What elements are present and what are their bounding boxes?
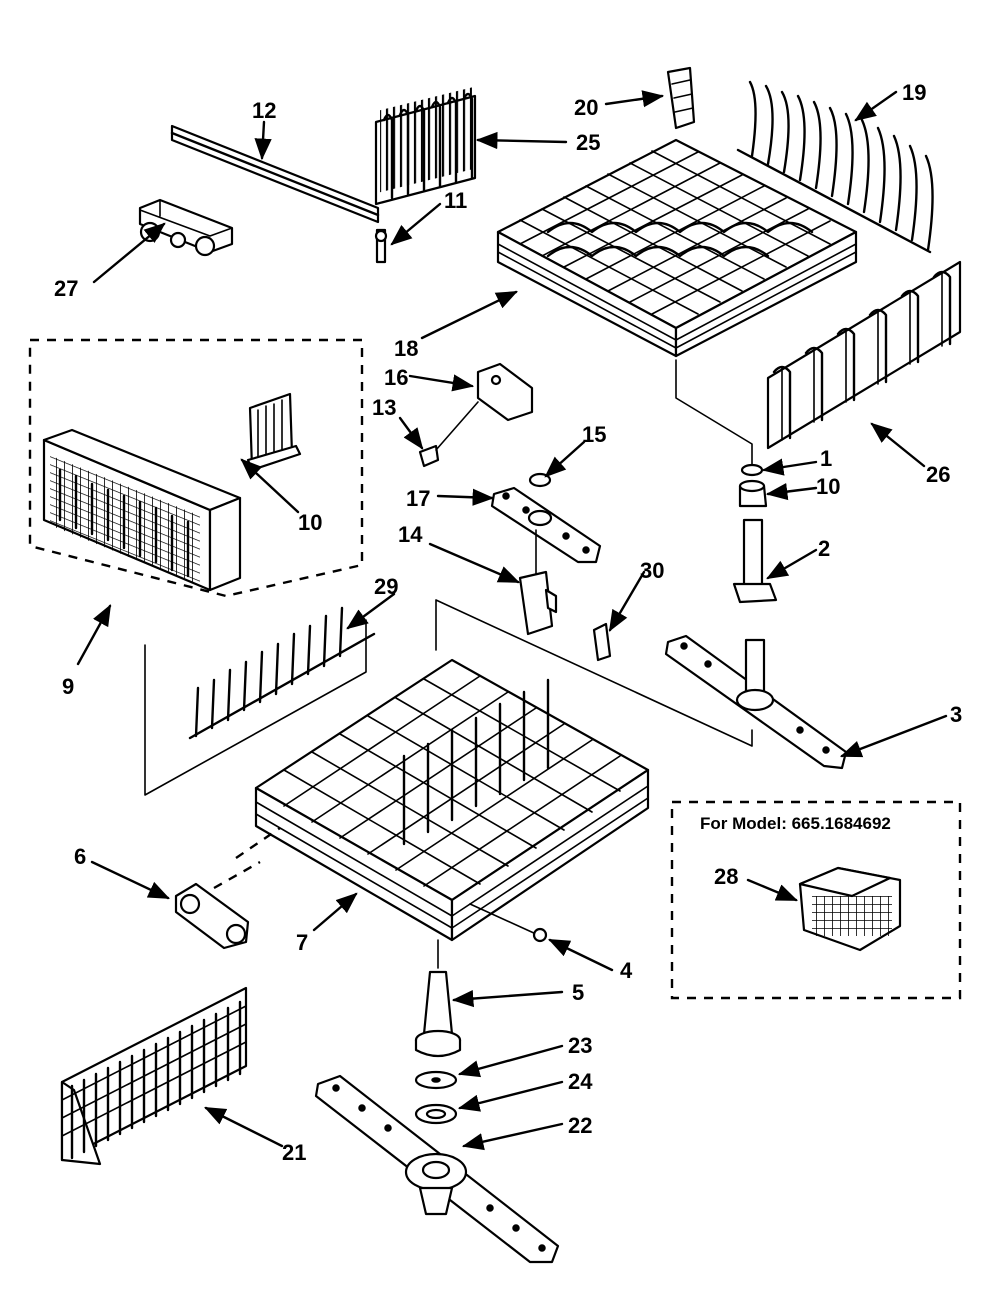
part-21-silverware-basket	[60, 986, 248, 1166]
model-note-box: For Model: 665.1684692	[670, 800, 962, 1000]
part-30-clip	[592, 622, 612, 662]
callout-26: 26	[926, 462, 950, 487]
part-6-roller-bracket	[174, 882, 250, 950]
part-27-roller-bracket	[138, 198, 234, 257]
part-17-upper-spray-arm	[490, 486, 602, 564]
callout-15: 15	[582, 422, 606, 447]
part-2-tube	[732, 518, 778, 604]
callout-17: 17	[406, 486, 430, 511]
callout-13: 13	[372, 395, 396, 420]
callout-1: 1	[820, 446, 832, 471]
part-18-upper-rack	[496, 138, 858, 358]
callout-20: 20	[574, 95, 598, 120]
callout-12: 12	[252, 98, 276, 123]
model-note-text: For Model: 665.1684692	[700, 814, 891, 833]
callout-27: 27	[54, 276, 78, 301]
part-14-manifold	[518, 529, 558, 636]
callout-4: 4	[620, 958, 633, 983]
part-4-nut	[469, 903, 548, 943]
part-12-rack-rail	[170, 124, 380, 224]
callout-arrows	[76, 90, 948, 1151]
callout-11: 11	[444, 188, 467, 213]
part-28-basket	[798, 866, 902, 952]
callout-2: 2	[818, 536, 830, 561]
part-5-wash-tube	[414, 939, 462, 1058]
part-10-divider	[246, 392, 302, 472]
part-23-washer	[414, 1070, 458, 1090]
part-9-basket-box	[28, 338, 364, 598]
part-24-seal	[414, 1103, 458, 1125]
part-29-tine-row	[188, 606, 376, 740]
callout-6: 6	[74, 844, 86, 869]
part-20-clip	[666, 66, 696, 130]
callout-23: 23	[568, 1033, 592, 1058]
callout-10-divider: 10	[298, 510, 322, 535]
callout-29: 29	[374, 574, 398, 599]
callout-25: 25	[576, 130, 600, 155]
part-1-washer	[740, 463, 764, 477]
callout-labels: 12 25 20 19 11 27 18 16 13 15 17 14 1 10…	[54, 80, 962, 1165]
callout-3: 3	[950, 702, 962, 727]
part-3-middle-spray-arm	[664, 634, 848, 770]
callout-21: 21	[282, 1140, 306, 1165]
part-19-tine-row	[736, 80, 934, 254]
assembly-line-upper	[675, 359, 753, 469]
assembly-line-lower	[144, 619, 367, 796]
callout-24: 24	[568, 1069, 593, 1094]
callout-28: 28	[714, 864, 738, 889]
part-13-screw	[418, 401, 479, 468]
callout-7: 7	[296, 930, 308, 955]
callout-5: 5	[572, 980, 584, 1005]
assembly-line-lower-right	[435, 599, 753, 747]
callout-22: 22	[568, 1113, 592, 1138]
callout-18: 18	[394, 336, 418, 361]
part-7-lower-rack	[213, 658, 650, 942]
callout-9: 9	[62, 674, 74, 699]
part-16-rack-stop	[476, 362, 534, 422]
part-25-tine-row	[374, 87, 477, 206]
callout-16: 16	[384, 365, 408, 390]
part-26-tine-row	[766, 260, 962, 450]
callout-19: 19	[902, 80, 926, 105]
callout-14: 14	[398, 522, 423, 547]
callout-10-hub: 10	[816, 474, 840, 499]
part-11-pin	[374, 228, 388, 264]
callout-30: 30	[640, 558, 664, 583]
part-22-lower-spray-arm	[314, 1074, 560, 1264]
part-10-nut	[738, 479, 768, 508]
